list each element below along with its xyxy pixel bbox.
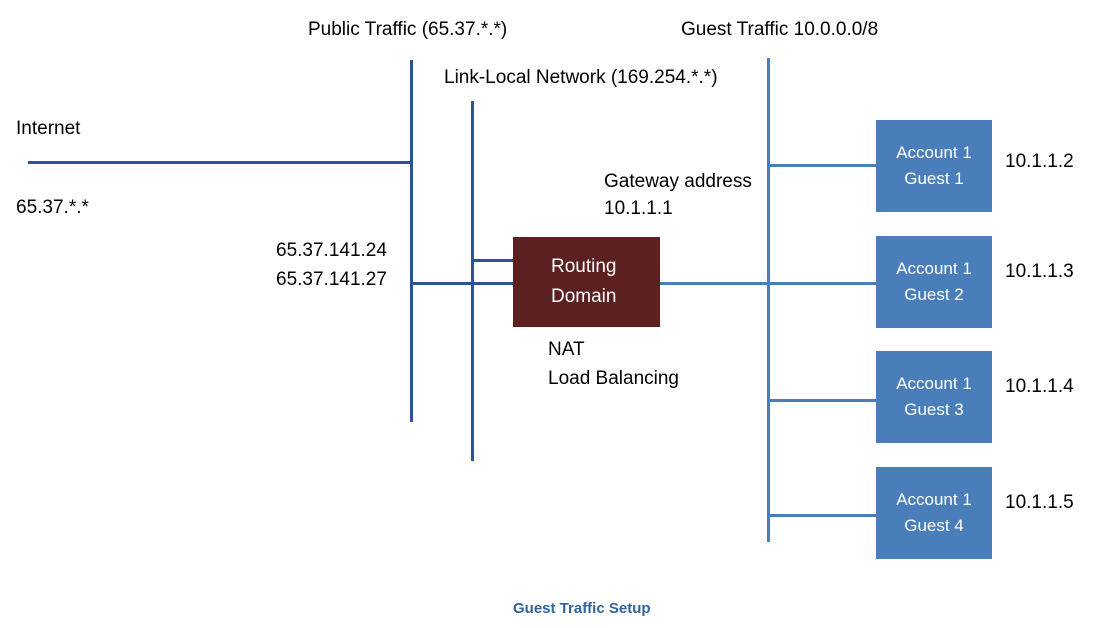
public-ip-primary-label: 65.37.141.24	[276, 240, 387, 261]
routing-domain-line2: Domain	[551, 286, 617, 307]
link-local-trunk-line	[471, 101, 474, 461]
guest-box-2: Account 1 Guest 2	[876, 236, 992, 328]
heading-public-traffic: Public Traffic (65.37.*.*)	[308, 19, 508, 40]
guest-1-connector-line	[767, 164, 878, 167]
guest-box-4: Account 1 Guest 4	[876, 467, 992, 559]
guest-1-ip-label: 10.1.1.2	[1005, 151, 1074, 172]
guest-2-account: Account 1	[896, 259, 972, 278]
guest-3-account: Account 1	[896, 374, 972, 393]
guest-2-ip-label: 10.1.1.3	[1005, 261, 1074, 282]
router-to-guest-network-line	[659, 282, 878, 285]
guest-box-1: Account 1 Guest 1	[876, 120, 992, 212]
heading-guest-traffic: Guest Traffic 10.0.0.0/8	[681, 19, 879, 40]
public-traffic-trunk-line	[410, 60, 413, 422]
router-function-load-balancing: Load Balancing	[548, 368, 679, 389]
internet-label: Internet	[16, 118, 81, 139]
guest-3-connector-line	[767, 399, 878, 402]
guest-3-ip-label: 10.1.1.4	[1005, 376, 1074, 397]
routing-domain-box: Routing Domain	[513, 237, 660, 327]
guest-2-name: Guest 2	[904, 285, 964, 304]
public-ip-secondary-label: 65.37.141.27	[276, 269, 387, 290]
guest-1-name: Guest 1	[904, 169, 964, 188]
router-function-nat: NAT	[548, 339, 585, 360]
internet-backbone-line	[28, 161, 413, 164]
guest-1-account: Account 1	[896, 143, 972, 162]
guest-4-ip-label: 10.1.1.5	[1005, 492, 1074, 513]
guest-4-connector-line	[767, 514, 878, 517]
public-to-router-line	[410, 282, 515, 285]
gateway-address-label: Gateway address	[604, 171, 752, 192]
heading-link-local: Link-Local Network (169.254.*.*)	[444, 67, 718, 88]
gateway-address-value: 10.1.1.1	[604, 198, 673, 219]
guest-traffic-trunk-line	[767, 58, 770, 542]
guest-3-name: Guest 3	[904, 400, 964, 419]
guest-4-account: Account 1	[896, 490, 972, 509]
guest-box-3: Account 1 Guest 3	[876, 351, 992, 443]
internet-subnet-label: 65.37.*.*	[16, 197, 89, 218]
diagram-caption: Guest Traffic Setup	[513, 600, 651, 617]
guest-4-name: Guest 4	[904, 516, 964, 535]
routing-domain-line1: Routing	[551, 256, 617, 277]
link-local-to-router-line	[471, 259, 515, 262]
